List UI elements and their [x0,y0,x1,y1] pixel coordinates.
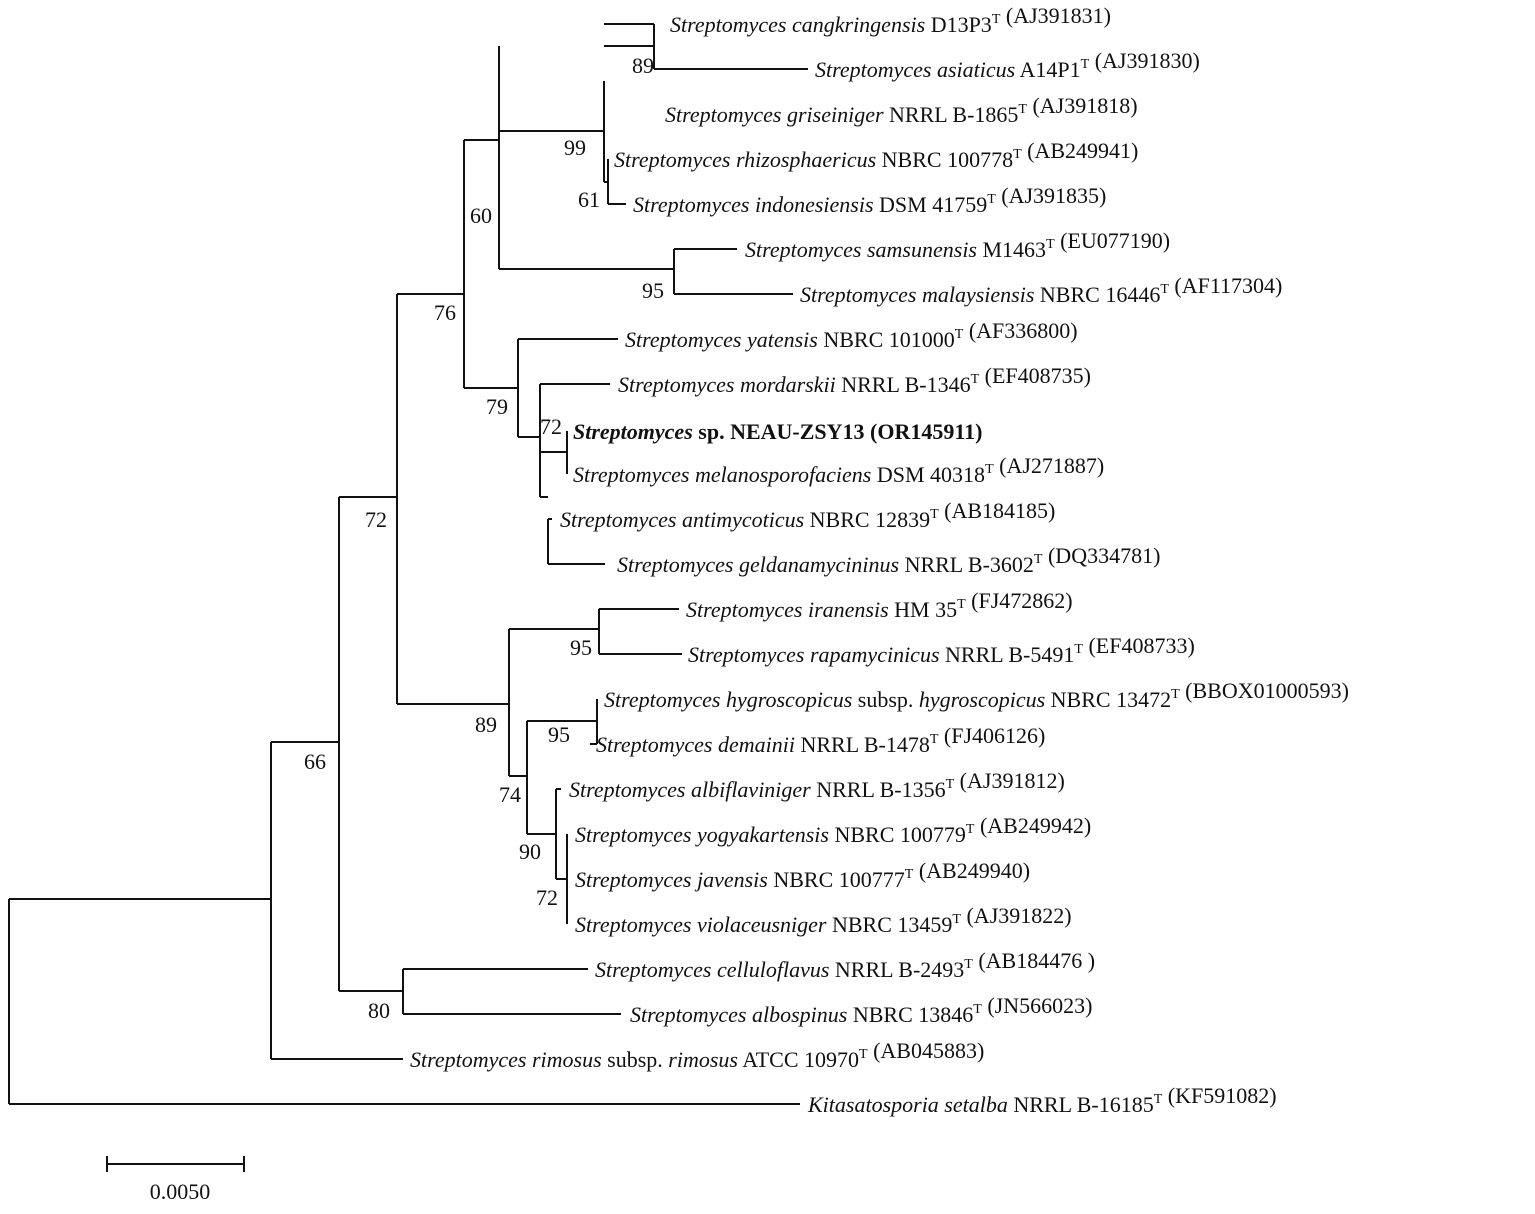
taxon-label-albiflaviniger: Streptomyces albiflaviniger NRRL B-1356T… [569,768,1065,802]
bootstrap-value: 74 [499,782,521,807]
taxon-label-rimosus: Streptomyces rimosus subsp. rimosus ATCC… [410,1038,984,1072]
bootstrap-value: 95 [548,722,570,747]
taxon-label-geldanamycininus: Streptomyces geldanamycininus NRRL B-360… [617,543,1160,577]
taxon-label-albospinus: Streptomyces albospinus NBRC 13846T (JN5… [630,993,1092,1027]
tree-branches [8,23,808,1105]
bootstrap-value: 61 [578,187,600,212]
bootstrap-value: 60 [470,203,492,228]
bootstrap-value: 95 [570,635,592,660]
taxon-label-rapamycinicus: Streptomyces rapamycinicus NRRL B-5491T … [688,633,1195,667]
taxon-labels: Streptomyces cangkringensis D13P3T (AJ39… [410,3,1349,1117]
taxon-label-yogyakartensis: Streptomyces yogyakartensis NBRC 100779T… [575,813,1091,847]
scale-bar-label: 0.0050 [150,1179,211,1204]
bootstrap-value: 80 [368,998,390,1023]
bootstrap-value: 90 [519,839,541,864]
bootstrap-value: 76 [434,300,456,325]
taxon-label-yatensis: Streptomyces yatensis NBRC 101000T (AF33… [625,318,1078,352]
bootstrap-value: 72 [365,507,387,532]
taxon-label-indonesiensis: Streptomyces indonesiensis DSM 41759T (A… [633,183,1106,217]
taxon-label-violaceusniger: Streptomyces violaceusniger NBRC 13459T … [575,903,1072,937]
bootstrap-value: 66 [304,749,326,774]
taxon-label-malaysiensis: Streptomyces malaysiensis NBRC 16446T (A… [800,273,1282,307]
taxon-label-hygroscopicus: Streptomyces hygroscopicus subsp. hygros… [604,678,1349,712]
bootstrap-value: 95 [642,278,664,303]
taxon-label-antimycoticus: Streptomyces antimycoticus NBRC 12839T (… [560,498,1055,532]
taxon-label-javensis: Streptomyces javensis NBRC 100777T (AB24… [575,858,1030,892]
taxon-label-rhizosphaericus: Streptomyces rhizosphaericus NBRC 100778… [614,138,1138,172]
taxon-label-neau-zsy13: Streptomyces sp. NEAU-ZSY13 (OR145911) [573,419,982,444]
taxon-label-celluloflavus: Streptomyces celluloflavus NRRL B-2493T … [595,948,1095,982]
taxon-label-demainii: Streptomyces demainii NRRL B-1478T (FJ40… [596,723,1045,757]
taxon-label-melanosporofaciens: Streptomyces melanosporofaciens DSM 4031… [573,453,1104,487]
bootstrap-value: 89 [475,712,497,737]
bootstrap-values: 89 99 61 60 95 76 79 72 72 95 89 95 74 90 72 66 80 [304,53,664,1023]
taxon-label-mordarskii: Streptomyces mordarskii NRRL B-1346T (EF… [618,363,1091,397]
bootstrap-value: 72 [540,414,562,439]
bootstrap-value: 89 [632,53,654,78]
taxon-label-samsunensis: Streptomyces samsunensis M1463T (EU07719… [745,228,1170,262]
bootstrap-value: 72 [536,885,558,910]
taxon-label-setalba: Kitasatosporia setalba NRRL B-16185T (KF… [807,1083,1277,1117]
bootstrap-value: 79 [486,394,508,419]
taxon-label-iranensis: Streptomyces iranensis HM 35T (FJ472862) [686,588,1073,622]
bootstrap-value: 99 [564,135,586,160]
scale-bar: 0.0050 [106,1156,245,1204]
taxon-label-cangkringensis: Streptomyces cangkringensis D13P3T (AJ39… [670,3,1111,37]
taxon-label-griseiniger: Streptomyces griseiniger NRRL B-1865T (A… [665,93,1138,127]
taxon-label-asiaticus: Streptomyces asiaticus A14P1T (AJ391830) [815,48,1200,82]
